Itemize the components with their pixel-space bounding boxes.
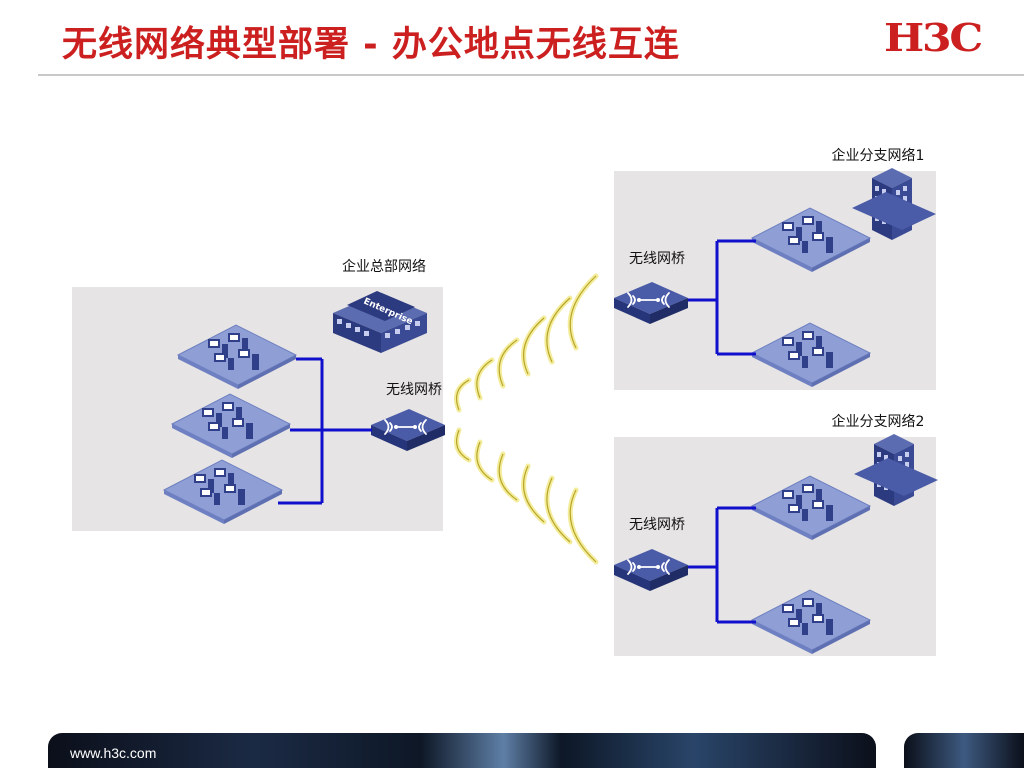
branch2-network-label: 企业分支网络2 (832, 413, 925, 430)
title-divider (38, 74, 1024, 76)
hq-network-label: 企业总部网络 (342, 258, 426, 275)
hq-bridge-label: 无线网桥 (386, 382, 442, 398)
footer-banner-right (904, 733, 1024, 768)
footer: www.h3c.com (0, 705, 1024, 768)
branch2-bridge-label: 无线网桥 (629, 517, 685, 533)
page-title: 无线网络典型部署 - 办公地点无线互连 (62, 25, 680, 65)
wireless-signal-lower-outline (456, 429, 597, 563)
branch2-links (688, 506, 756, 624)
branch1-bridge-label: 无线网桥 (629, 251, 685, 267)
footer-url[interactable]: www.h3c.com (70, 745, 157, 761)
hq-links (278, 357, 372, 505)
branch1-building-base (852, 192, 936, 230)
wireless-signal-upper-outline (456, 275, 597, 411)
branch2-building-base (854, 458, 938, 496)
branch1-network-label: 企业分支网络1 (832, 147, 925, 164)
network-diagram: 企业总部网络 Enterprise 无线网桥 企业分支网络1 无线网桥 (72, 147, 938, 656)
hq-building: Enterprise (333, 291, 427, 353)
footer-banner (48, 733, 876, 768)
h3c-logo: H3C (884, 15, 983, 60)
branch1-links (688, 239, 756, 356)
